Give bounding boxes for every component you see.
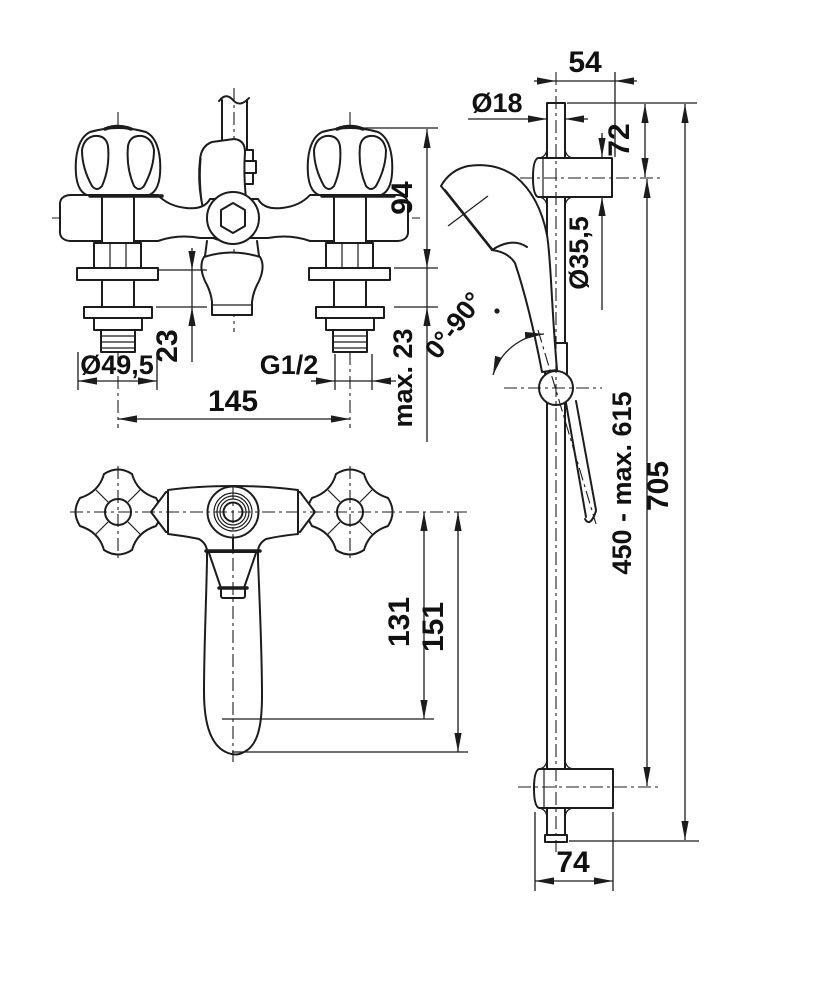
spout-funnel	[208, 552, 257, 589]
centerline-shower-axis	[537, 329, 597, 525]
handle-side-right	[305, 124, 395, 197]
dim-131: 131	[222, 512, 434, 720]
diverter-socket	[220, 202, 246, 234]
dim-705-label: 705	[642, 461, 675, 511]
wall-bracket-bottom	[533, 768, 614, 843]
mounting-shank-left	[76, 242, 159, 353]
dim-18-label: Ø18	[471, 88, 522, 118]
dim-72: 72	[603, 104, 649, 177]
dim-max-23: max. 23	[388, 268, 438, 442]
dim-94-label: 94	[386, 181, 419, 215]
dim-450-615: 450 - max. 615	[607, 179, 651, 786]
handle-side-left	[74, 124, 162, 196]
dim-705: 705	[567, 102, 699, 842]
face-axis-line	[447, 195, 489, 227]
handle-screw	[494, 308, 500, 314]
dim-max-23-label: max. 23	[388, 328, 418, 427]
dim-23-label: 23	[151, 329, 184, 362]
dim-131-label: 131	[383, 597, 416, 647]
dim-35-5-label: Ø35,5	[564, 216, 594, 290]
dim-49-5-label: Ø49,5	[80, 350, 154, 380]
dim-35-5: Ø35,5	[564, 133, 606, 310]
neck-curve	[491, 241, 528, 251]
dim-151-label: 151	[417, 602, 450, 652]
dim-g12-label: G1/2	[260, 350, 319, 380]
pipe-break-line	[218, 95, 250, 105]
shower-rail-view: 0°-90° 54 Ø18 72 Ø35,5	[419, 46, 699, 891]
handle-cap	[103, 124, 133, 131]
dim-swivel-label: 0°-90°	[419, 286, 489, 364]
dim-74-label: 74	[556, 846, 590, 879]
mixer-front-view: 131 151	[70, 466, 468, 762]
dim-450-615-label: 450 - max. 615	[607, 391, 637, 574]
dim-23: 23	[151, 248, 207, 363]
valve-stem-left	[101, 195, 135, 245]
hose-stub	[565, 400, 597, 523]
spout-outlet	[200, 240, 264, 316]
dim-49-5: Ø49,5	[77, 350, 158, 390]
dim-94: 94	[362, 127, 438, 269]
spout-front	[203, 551, 263, 756]
mounting-shank-right	[308, 242, 391, 353]
dim-151: 151	[232, 512, 468, 753]
dim-g12: G1/2	[260, 350, 396, 390]
dim-145: 145	[118, 385, 350, 423]
dim-54-label: 54	[568, 46, 602, 79]
dim-54: 54	[534, 46, 637, 157]
dim-18: Ø18	[468, 88, 588, 123]
spray-face-line	[444, 189, 493, 250]
mixer-side-view: 94 max. 23 23 Ø49,5	[52, 88, 438, 442]
dim-145-label: 145	[208, 385, 258, 418]
dim-74: 74	[534, 812, 614, 891]
valve-stem-right	[333, 195, 367, 245]
dim-72-label: 72	[603, 123, 636, 156]
hand-shower	[440, 164, 558, 373]
hand-shower-body	[440, 164, 558, 373]
